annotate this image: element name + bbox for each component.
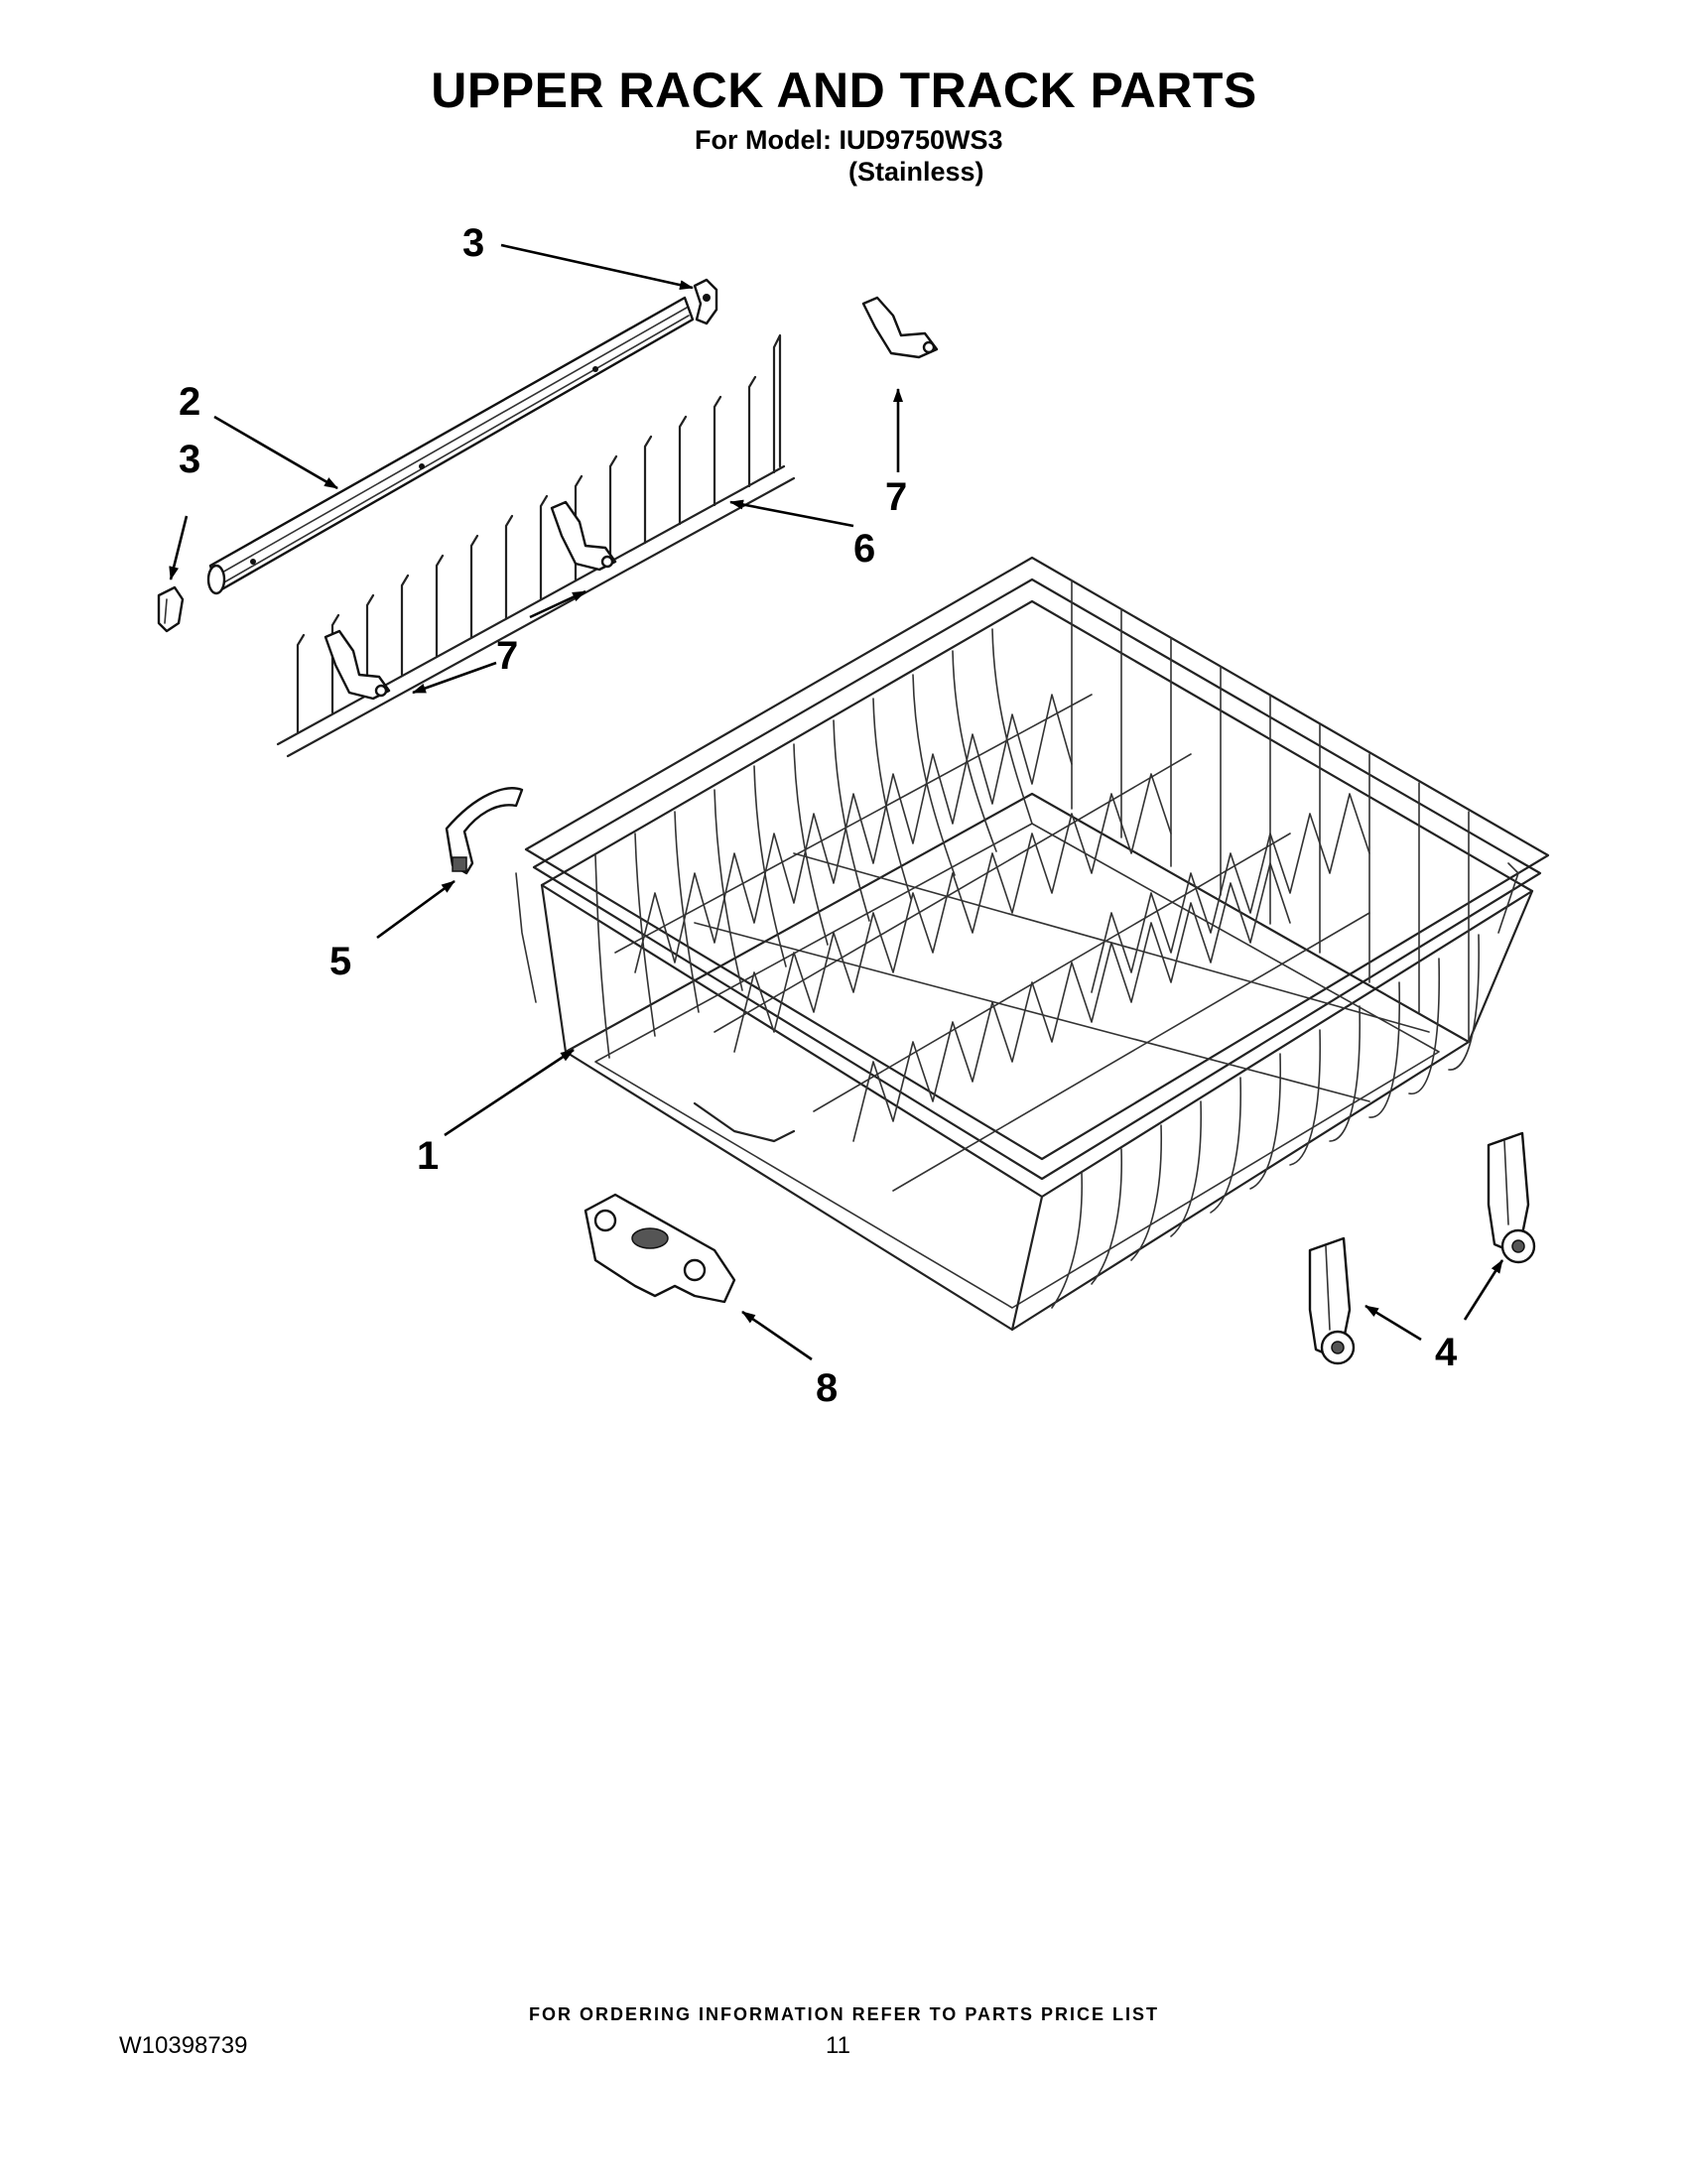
document-number: W10398739 — [119, 2032, 248, 2059]
track-stop-left — [157, 585, 185, 633]
rack-wheel-assembly-front — [1308, 1236, 1356, 1365]
callout-6: 6 — [853, 527, 875, 571]
callout-3-top: 3 — [462, 221, 484, 265]
track-stop-top — [693, 278, 718, 325]
model-finish: (Stainless) — [848, 157, 984, 187]
rack-adjuster — [584, 1193, 736, 1304]
tine-clip-rack-left — [324, 629, 391, 701]
rack-bumper — [445, 787, 524, 875]
callout-7-top: 7 — [885, 475, 907, 519]
leader-lines — [169, 243, 1504, 1361]
tine-clip-top — [861, 296, 939, 359]
track-rail — [206, 296, 695, 595]
page-number: 11 — [826, 2032, 850, 2059]
callout-4: 4 — [1435, 1331, 1458, 1374]
fold-down-tine-row — [276, 333, 796, 758]
callout-3-left: 3 — [179, 438, 200, 481]
ordering-note: FOR ORDERING INFORMATION REFER TO PARTS … — [528, 2004, 1159, 2024]
callout-8: 8 — [816, 1366, 838, 1410]
callout-7-mid: 7 — [496, 634, 518, 678]
rack-wheel-assembly-back — [1487, 1131, 1536, 1264]
page-title: UPPER RACK AND TRACK PARTS — [431, 63, 1257, 118]
model-number: For Model: IUD9750WS3 — [695, 125, 1003, 155]
callout-5: 5 — [329, 940, 351, 983]
callout-2: 2 — [179, 380, 200, 424]
callout-1: 1 — [417, 1134, 439, 1178]
upper-wire-rack — [515, 556, 1550, 1332]
tine-clip-rack-right — [550, 500, 617, 572]
